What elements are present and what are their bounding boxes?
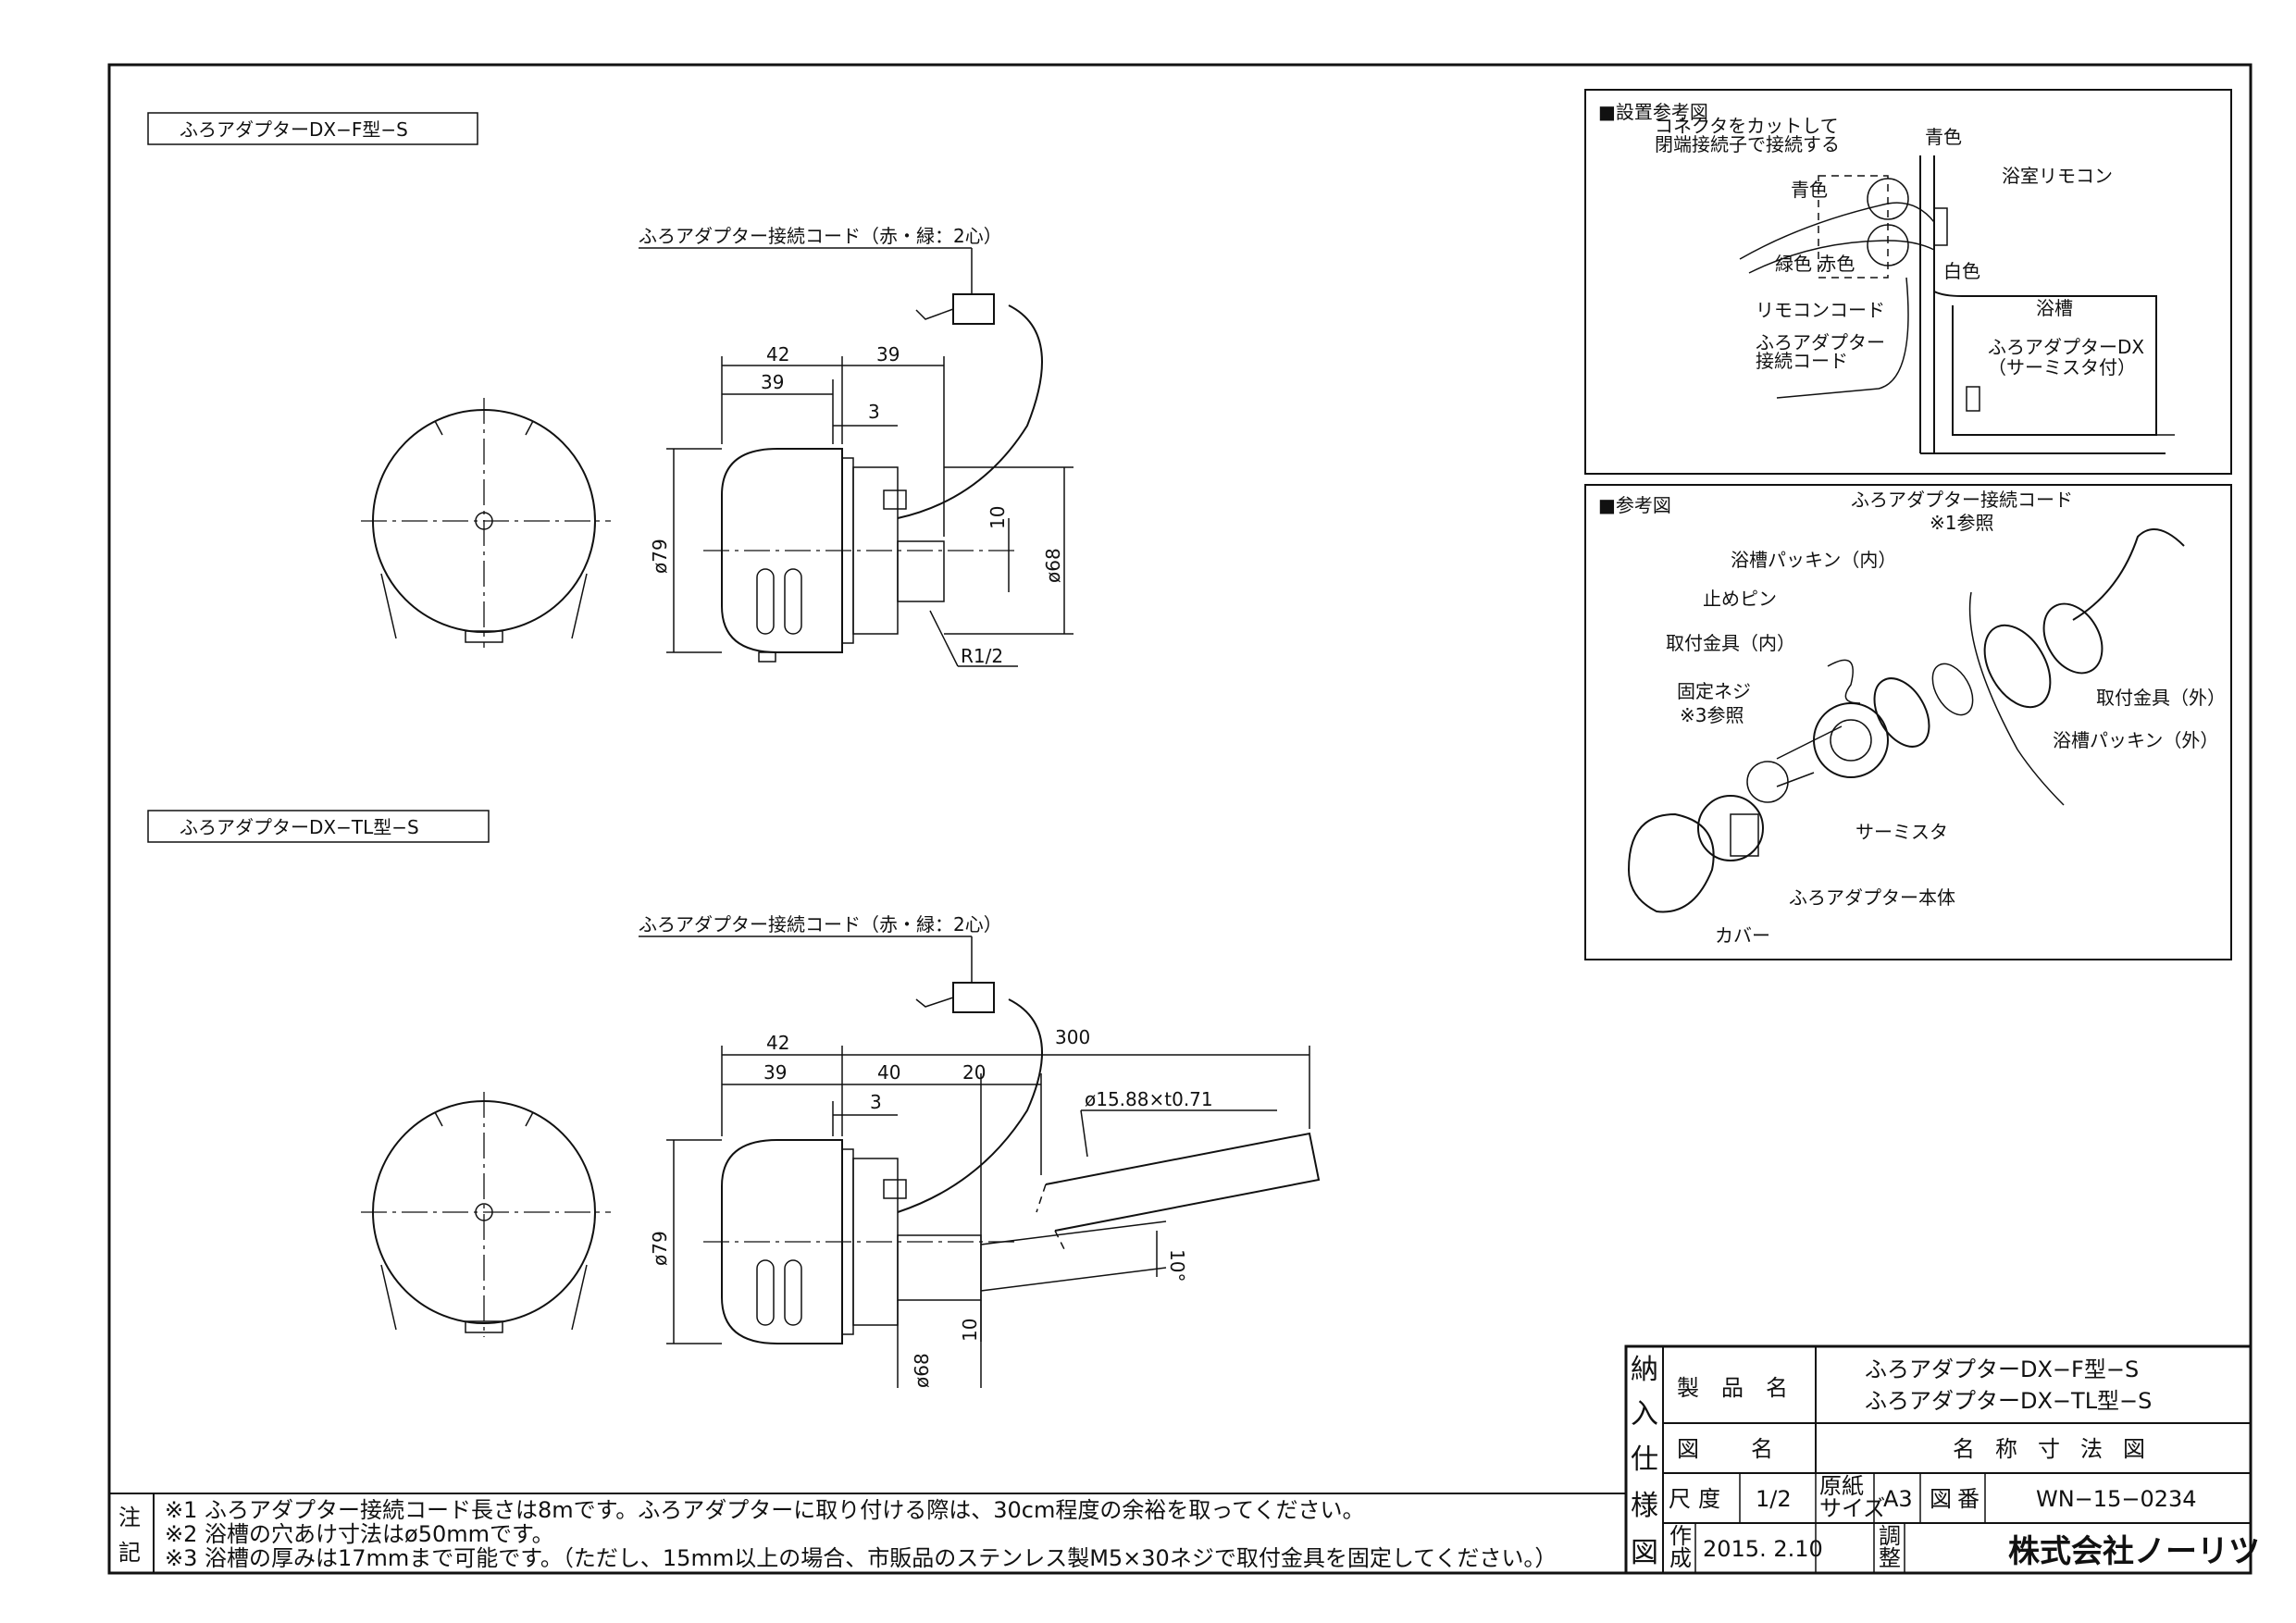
f-type-view: ふろアダプターDX−F型−S [147,112,1074,667]
tb-side-2: 入 [1631,1398,1658,1431]
tb-drawing-label: 図名 [1677,1436,1825,1462]
f-type-side-view [703,448,1018,663]
notes-label-2: 記 [118,1540,141,1566]
tl-dim-dia79: ø79 [649,1231,671,1266]
install-ref-title: ■設置参考図 [1598,101,1708,123]
tb-date: 2015. 2.10 [1703,1536,1823,1562]
tb-adjust-label-1: 調 [1879,1523,1901,1549]
tl-dim-300: 300 [1055,1026,1090,1048]
install-ref-bathtub: 浴槽 [2036,297,2073,319]
install-ref-adapter-dx-2: （サーミスタ付） [1988,356,2136,378]
install-ref-white: 白色 [1943,260,1980,282]
parts-ref-screw: 固定ネジ [1677,680,1751,702]
parts-ref-cord-note: ※1参照 [1930,512,1993,534]
tb-adjust-label-2: 整 [1879,1545,1901,1571]
parts-ref-body: ふろアダプター本体 [1789,886,1955,909]
tb-side-3: 仕 [1631,1443,1658,1476]
note-1: ※1 ふろアダプター接続コード長さは8mです。ふろアダプターに取り付ける際は、3… [165,1497,1364,1523]
parts-ref-screw-note: ※3参照 [1680,704,1744,726]
tl-dim-42: 42 [766,1032,789,1054]
notes-section: 注 記 ※1 ふろアダプター接続コード長さは8mです。ふろアダプターに取り付ける… [109,1493,1626,1573]
f-type-front-view [361,398,611,648]
tb-scale-label: 尺度 [1669,1486,1728,1512]
f-dim-39b: 39 [876,343,900,365]
tb-product-2: ふろアダプターDX−TL型−S [1865,1388,2152,1414]
f-type-dimensions: 42 39 39 3 ø79 ø68 10 R1/2 [649,343,1074,667]
install-ref-adapter-cord-2: 接続コード [1756,350,1848,372]
tl-dim-39: 39 [763,1061,787,1084]
parts-ref-stop-pin: 止めピン [1703,588,1777,610]
parts-ref-cord: ふろアダプター接続コード [1851,489,2073,511]
tb-product-label: 製品名 [1677,1375,1810,1401]
install-ref-connector-note-1: コネクタをカットして [1655,115,1839,137]
tb-made-label-1: 作 [1669,1523,1692,1549]
title-block: 納 入 仕 様 図 製品名 ふろアダプターDX−F型−S ふろアダプターDX−T… [1624,1344,2260,1575]
install-ref-remote-cord: リモコンコード [1756,299,1885,321]
tl-dim-20: 20 [962,1061,986,1084]
f-dim-39a: 39 [761,371,784,393]
f-dim-42: 42 [766,343,789,365]
tl-type-title-box [147,810,490,843]
tl-type-cord-label: ふろアダプター接続コード（赤・緑：2心） [639,913,1002,935]
install-ref-remote: 浴室リモコン [2002,165,2113,187]
parts-ref-bracket-in: 取付金具（内） [1666,632,1795,654]
tl-type-side-view [703,1132,1321,1344]
note-2: ※2 浴槽の穴あけ寸法はø50mmです。 [165,1521,554,1547]
parts-ref-sketch [1627,528,2185,913]
f-type-title: ふろアダプターDX−F型−S [180,118,408,141]
tb-number: WN−15−0234 [2036,1486,2197,1512]
tb-drawing-name: 名称寸法図 [1953,1436,2166,1462]
tb-side-5: 図 [1631,1537,1658,1569]
tl-type-view: ふろアダプターDX−TL型−S [147,810,1321,1388]
parts-ref-packing-out: 浴槽パッキン（外） [2053,729,2218,751]
tb-company: 株式会社ノーリツ [2008,1533,2260,1570]
f-dim-dia79: ø79 [649,539,671,574]
install-ref-green-red: 緑色 赤色 [1775,253,1855,275]
note-3: ※3 浴槽の厚みは17mmまで可能です。（ただし、15mm以上の場合、市販品のス… [165,1545,1557,1571]
install-reference-panel: ■設置参考図 コネクタをカットして 閉端接続子で接続する 青色 青色 緑色 赤色… [1584,89,2232,475]
tl-dim-10: 10 [959,1319,981,1342]
tl-type-dimensions: 42 300 39 40 20 3 ø79 ø15.88×t0.71 10° 1… [649,1026,1310,1388]
install-ref-adapter-dx-1: ふろアダプターDX [1988,336,2144,358]
tl-dim-40: 40 [877,1061,900,1084]
tb-paper-label-1: 原紙 [1819,1473,1864,1499]
tb-side-4: 様 [1631,1490,1658,1522]
tb-paper: A3 [1883,1486,1913,1512]
tb-scale: 1/2 [1756,1486,1792,1512]
tl-type-front-view [361,1092,611,1337]
f-dim-10: 10 [987,506,1009,529]
f-type-cord: ふろアダプター接続コード（赤・緑：2心） [639,225,1043,519]
notes-label-1: 注 [118,1505,141,1530]
tl-dim-pipe: ø15.88×t0.71 [1085,1088,1213,1110]
install-ref-blue-top: 青色 [1925,126,1962,148]
tb-number-label: 図番 [1930,1486,1985,1512]
f-type-cord-label: ふろアダプター接続コード（赤・緑：2心） [639,225,1002,247]
tl-dim-3: 3 [870,1091,882,1113]
f-dim-3: 3 [868,401,880,423]
tl-type-cord: ふろアダプター接続コード（赤・緑：2心） [639,913,1043,1213]
parts-ref-cover: カバー [1715,924,1770,947]
f-dim-thread: R1/2 [961,645,1003,667]
tb-product-1: ふろアダプターDX−F型−S [1865,1357,2139,1382]
install-ref-adapter-cord-1: ふろアダプター [1756,331,1885,353]
parts-ref-thermistor: サーミスタ [1855,821,1948,843]
parts-ref-packing-in: 浴槽パッキン（内） [1731,549,1896,571]
install-ref-connector-note-2: 閉端接続子で接続する [1655,133,1840,155]
tl-dim-dia68: ø68 [911,1353,933,1388]
parts-ref-title: ■参考図 [1598,494,1671,516]
f-type-title-box [147,112,478,145]
tb-side-1: 納 [1631,1354,1658,1386]
install-ref-blue-left: 青色 [1791,179,1828,201]
tb-paper-label-2: サイズ [1819,1495,1885,1521]
parts-ref-bracket-out: 取付金具（外） [2096,687,2226,709]
tb-made-label-2: 成 [1669,1545,1692,1571]
install-ref-sketch [1739,155,2175,454]
parts-reference-panel: ■参考図 ふろアダプター接続コード ※1参照 浴槽パッキン（内） 止めピン 取付… [1584,484,2232,960]
f-dim-dia68: ø68 [1042,548,1064,583]
sheet-border [107,63,2253,1575]
tl-type-title: ふろアダプターDX−TL型−S [180,816,419,838]
tl-dim-angle: 10° [1166,1249,1188,1282]
